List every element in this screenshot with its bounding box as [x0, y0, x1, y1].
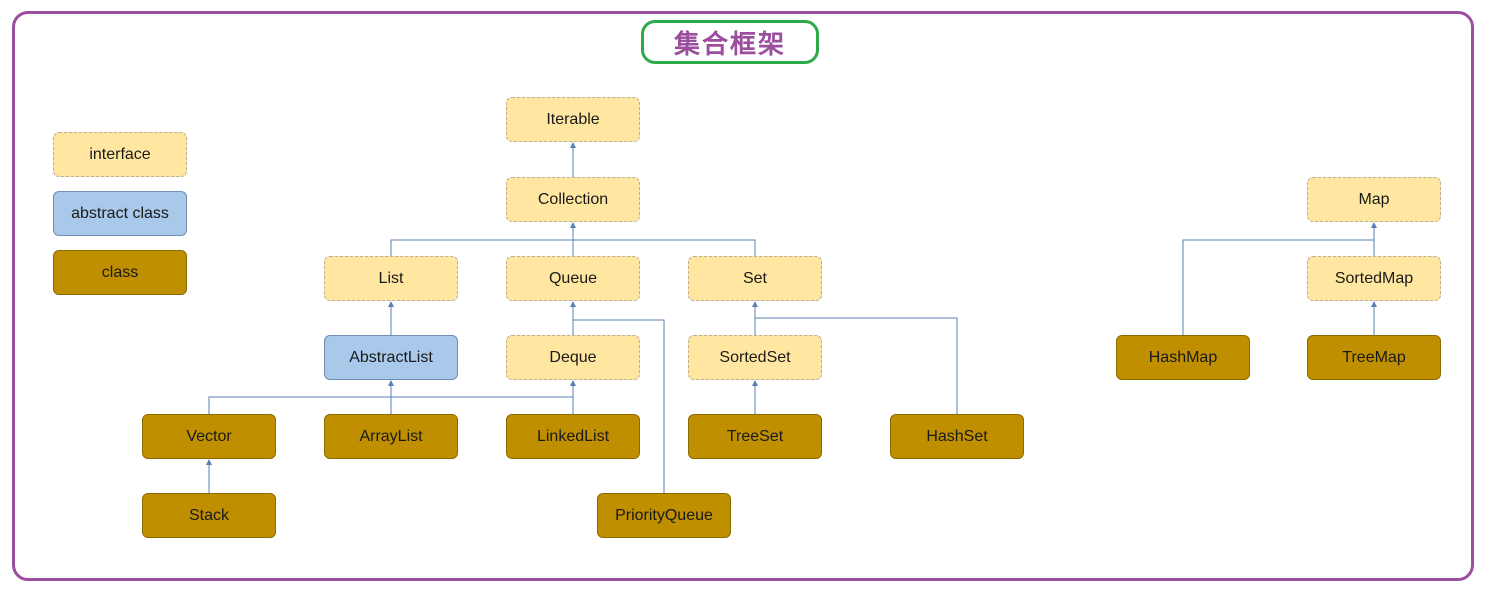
node-sorted-map: SortedMap	[1307, 256, 1441, 301]
node-set: Set	[688, 256, 822, 301]
legend-class: class	[53, 250, 187, 295]
node-collection: Collection	[506, 177, 640, 222]
node-deque: Deque	[506, 335, 640, 380]
node-linked-list: LinkedList	[506, 414, 640, 459]
node-stack: Stack	[142, 493, 276, 538]
node-abstract-list: AbstractList	[324, 335, 458, 380]
legend-interface: interface	[53, 132, 187, 177]
outer-frame	[12, 11, 1474, 581]
node-priority-queue: PriorityQueue	[597, 493, 731, 538]
legend-abstract-class: abstract class	[53, 191, 187, 236]
node-tree-map: TreeMap	[1307, 335, 1441, 380]
edge-list-collection	[390, 239, 573, 256]
node-vector: Vector	[142, 414, 276, 459]
node-map: Map	[1307, 177, 1441, 222]
node-sorted-set: SortedSet	[688, 335, 822, 380]
node-iterable: Iterable	[506, 97, 640, 142]
node-array-list: ArrayList	[324, 414, 458, 459]
edge-linkedlist-abstractlist	[391, 396, 574, 414]
edge-hashset-set	[755, 317, 958, 414]
node-hash-set: HashSet	[890, 414, 1024, 459]
node-queue: Queue	[506, 256, 640, 301]
node-hash-map: HashMap	[1116, 335, 1250, 380]
edge-hashmap-map	[1182, 239, 1374, 335]
edge-priorityqueue-queue	[573, 319, 665, 493]
edge-set-collection	[573, 239, 756, 256]
node-tree-set: TreeSet	[688, 414, 822, 459]
diagram-title: 集合框架	[641, 20, 819, 64]
edge-vector-abstractlist	[208, 396, 391, 414]
node-list: List	[324, 256, 458, 301]
